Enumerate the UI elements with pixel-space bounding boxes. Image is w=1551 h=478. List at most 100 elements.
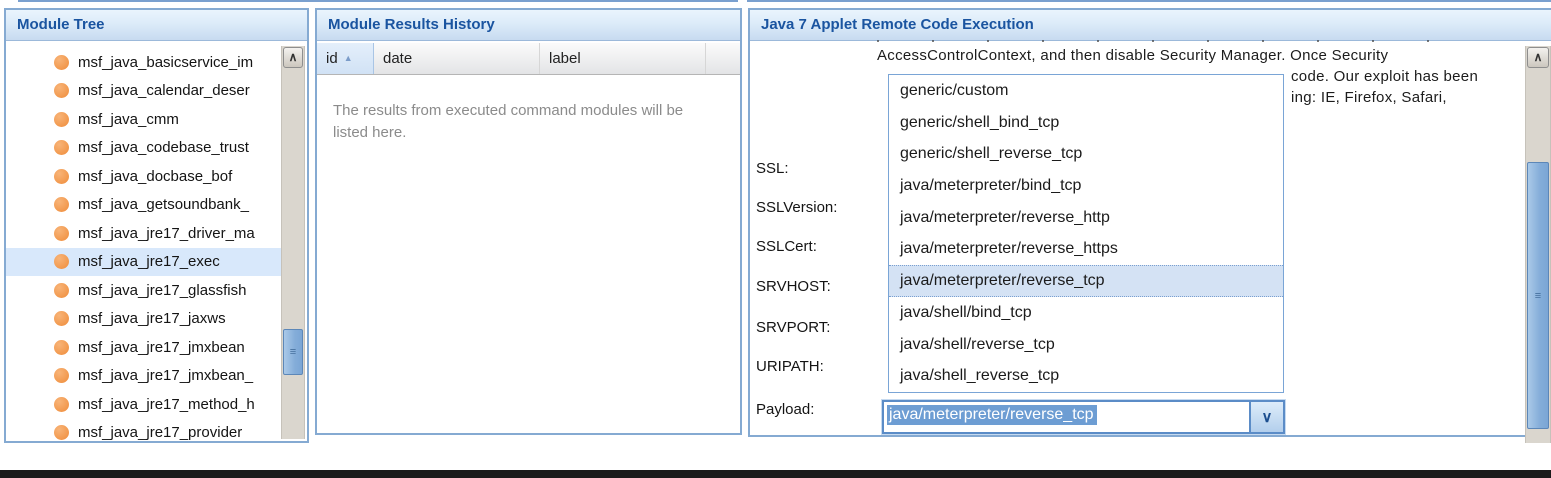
module-tree-item-label: msf_java_codebase_trust <box>78 139 249 157</box>
module-tree-item-label: msf_java_calendar_deser <box>78 82 250 100</box>
payload-option[interactable]: generic/custom <box>900 82 1009 99</box>
option-field-label: URIPATH: <box>756 358 824 375</box>
module-tree-item-label: msf_java_jre17_method_h <box>78 395 255 413</box>
payload-option[interactable]: generic/shell_bind_tcp <box>900 113 1060 131</box>
module-results-history-panel: Module Results History id ▲ date label T… <box>315 8 742 435</box>
module-bullet-icon <box>54 197 69 213</box>
module-tree-item[interactable]: msf_java_jre17_glassfish <box>6 276 281 305</box>
scroll-up-icon: ∧ <box>1533 50 1543 64</box>
option-field-label: SSL: <box>756 160 789 177</box>
payload-option[interactable]: java/shell/bind_tcp <box>900 303 1032 321</box>
module-tree-item-label: msf_java_jre17_jmxbean <box>78 338 245 356</box>
option-field-label: Payload: <box>756 401 815 418</box>
module-tree-item-label: msf_java_jre17_driver_ma <box>78 224 255 242</box>
option-field-label: SRVPORT: <box>756 319 831 336</box>
module-tree-item[interactable]: msf_java_jre17_jaxws <box>6 305 281 334</box>
column-date-label: date <box>383 49 413 67</box>
module-tree-item-label: msf_java_jre17_jmxbean_ <box>78 367 254 385</box>
payload-option[interactable]: java/shell/reverse_tcp <box>900 335 1055 353</box>
module-bullet-icon <box>54 83 69 99</box>
module-tree-item-label: msf_java_basicservice_im <box>78 53 254 71</box>
payload-combobox: java/meterpreter/reverse_tcp ∨ <box>882 400 1285 434</box>
module-tree-item-label: msf_java_jre17_jaxws <box>78 310 226 328</box>
option-field-label: SSLVersion: <box>756 199 838 216</box>
payload-combo-trigger[interactable]: ∨ <box>1249 402 1283 432</box>
module-tree-item[interactable]: msf_java_jre17_driver_ma <box>6 219 281 248</box>
column-header-label[interactable]: label <box>540 43 706 74</box>
module-tree-item-label: msf_java_docbase_bof <box>78 167 233 185</box>
results-history-header: Module Results History <box>317 10 740 41</box>
module-tree-item-label: msf_java_cmm <box>78 110 179 128</box>
module-tree-item[interactable]: msf_java_jre17_jmxbean_ <box>6 362 281 391</box>
module-bullet-icon <box>54 425 69 441</box>
module-tree-item[interactable]: msf_java_getsoundbank_ <box>6 191 281 220</box>
module-tree-item[interactable]: msf_java_docbase_bof <box>6 162 281 191</box>
column-header-filler <box>706 43 740 74</box>
module-tree-item[interactable]: msf_java_jre17_provider <box>6 419 281 441</box>
module-tree-item[interactable]: msf_java_basicservice_im <box>6 48 281 77</box>
payload-option[interactable]: java/meterpreter/reverse_http <box>900 208 1110 226</box>
module-tree-item-label: msf_java_getsoundbank_ <box>78 196 249 214</box>
module-launch-header: Java 7 Applet Remote Code Execution <box>750 10 1551 41</box>
description-scrollbar[interactable]: ∧ ≡ <box>1525 46 1551 443</box>
module-tree-item-label: msf_java_jre17_glassfish <box>78 281 247 299</box>
module-tree-header: Module Tree <box>6 10 307 41</box>
results-empty-message: The results from executed command module… <box>333 102 684 141</box>
payload-option[interactable]: java/shell_reverse_tcp <box>900 367 1060 385</box>
module-tree-item[interactable]: msf_java_jre17_jmxbean <box>6 333 281 362</box>
module-bullet-icon <box>54 282 69 298</box>
results-history-title: Module Results History <box>328 16 495 33</box>
module-bullet-icon <box>54 254 69 270</box>
payload-option[interactable]: java/meterpreter/reverse_tcp <box>889 265 1283 297</box>
column-label-label: label <box>549 49 581 67</box>
payload-combo-input[interactable]: java/meterpreter/reverse_tcp <box>884 402 1249 432</box>
module-tree-list: msf_java_basicservice_im msf_java_calend… <box>6 43 307 441</box>
module-tree-item[interactable]: msf_java_calendar_deser <box>6 77 281 106</box>
module-bullet-icon <box>54 396 69 412</box>
bottom-black-bar <box>0 470 1551 478</box>
module-bullet-icon <box>54 311 69 327</box>
payload-combo-value: java/meterpreter/reverse_tcp <box>887 405 1097 425</box>
scroll-up-icon: ∧ <box>288 50 298 64</box>
module-tree-item[interactable]: msf_java_codebase_trust <box>6 134 281 163</box>
payload-option[interactable]: java/meterpreter/bind_tcp <box>900 177 1082 195</box>
top-edge-divider-right <box>747 0 1551 2</box>
module-launch-panel: Java 7 Applet Remote Code Execution Acce… <box>748 8 1551 443</box>
option-field-label: SSLCert: <box>756 238 817 255</box>
sort-asc-icon: ▲ <box>343 53 353 63</box>
module-tree-item-label: msf_java_jre17_exec <box>78 253 220 271</box>
module-bullet-icon <box>54 225 69 241</box>
clipped-text-line <box>877 40 1477 42</box>
column-header-date[interactable]: date <box>374 43 540 74</box>
top-edge-divider-left <box>18 0 738 2</box>
description-line: ing: IE, Firefox, Safari, <box>1291 89 1447 106</box>
payload-dropdown-list: generic/custom generic/shell_bind_tcp ge… <box>888 74 1284 393</box>
payload-option[interactable]: generic/shell_reverse_tcp <box>900 145 1083 163</box>
module-launch-title: Java 7 Applet Remote Code Execution <box>761 16 1034 33</box>
payload-option[interactable]: java/meterpreter/reverse_https <box>900 240 1118 258</box>
module-tree-item[interactable]: msf_java_jre17_exec <box>6 247 281 276</box>
description-line: AccessControlContext, and then disable S… <box>877 47 1389 64</box>
option-field-label: SRVHOST: <box>756 278 831 295</box>
scroll-up-button[interactable]: ∧ <box>283 47 303 68</box>
description-line: code. Our exploit has been <box>1291 68 1479 85</box>
module-bullet-icon <box>54 339 69 355</box>
module-tree-panel: Module Tree msf_java_basicservice_im msf… <box>4 8 309 443</box>
results-grid-header: id ▲ date label <box>317 43 740 75</box>
module-tree-item[interactable]: msf_java_jre17_method_h <box>6 390 281 419</box>
module-bullet-icon <box>54 368 69 384</box>
scrollbar-thumb[interactable]: ≡ <box>1527 162 1549 429</box>
module-bullet-icon <box>54 54 69 70</box>
module-bullet-icon <box>54 168 69 184</box>
module-tree-item[interactable]: msf_java_cmm <box>6 105 281 134</box>
scroll-up-button[interactable]: ∧ <box>1527 47 1549 68</box>
module-tree-item-label: msf_java_jre17_provider <box>78 424 243 441</box>
module-tree-title: Module Tree <box>17 16 105 33</box>
scrollbar-thumb[interactable]: ≡ <box>283 329 303 375</box>
module-bullet-icon <box>54 140 69 156</box>
module-bullet-icon <box>54 111 69 127</box>
chevron-down-icon: ∨ <box>1261 409 1273 426</box>
module-tree-scrollbar[interactable]: ∧ ≡ <box>281 46 305 439</box>
column-header-id[interactable]: id ▲ <box>317 43 374 74</box>
